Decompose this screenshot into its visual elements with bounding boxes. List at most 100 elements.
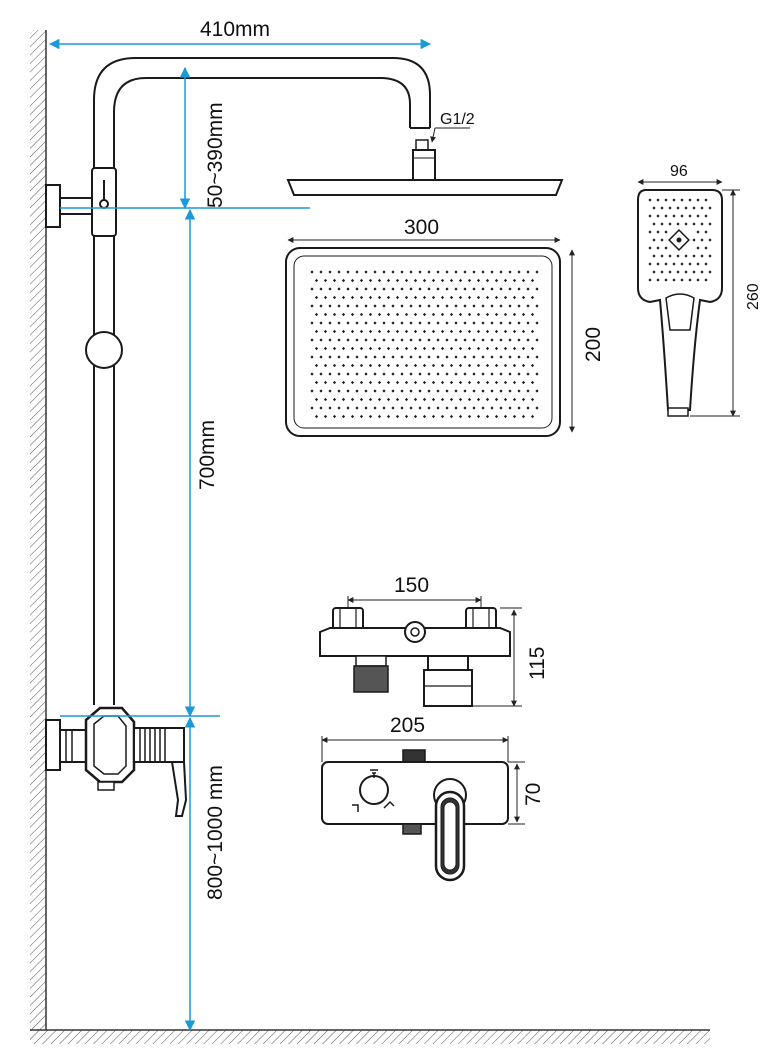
nozzle (454, 270, 458, 274)
nozzle (427, 406, 431, 410)
nozzle (427, 321, 431, 325)
nozzle (364, 287, 368, 291)
nozzle (341, 312, 346, 317)
nozzle (382, 338, 386, 342)
nozzle (454, 338, 458, 342)
nozzle (668, 270, 672, 274)
nozzle (422, 295, 427, 300)
nozzle (512, 329, 517, 334)
nozzle (530, 380, 535, 385)
nozzle (431, 295, 436, 300)
nozzle (485, 329, 490, 334)
slider-knob (85, 331, 123, 369)
nozzle (512, 295, 517, 300)
nozzle (368, 295, 373, 300)
nozzle (517, 304, 521, 308)
nozzle (323, 278, 328, 283)
nozzle (463, 304, 467, 308)
nozzle (422, 346, 427, 351)
nozzle (467, 278, 472, 283)
nozzle (436, 270, 440, 274)
nozzle (512, 414, 517, 419)
nozzle (323, 414, 328, 419)
nozzle (346, 389, 350, 393)
nozzle (337, 406, 341, 410)
nozzle (422, 414, 427, 419)
nozzle (382, 321, 386, 325)
nozzle (310, 287, 314, 291)
nozzle (664, 198, 668, 202)
nozzle (454, 406, 458, 410)
nozzle (341, 329, 346, 334)
nozzle (454, 321, 458, 325)
nozzle (692, 238, 696, 242)
nozzle (395, 278, 400, 283)
nozzle (521, 414, 526, 419)
nozzle (427, 287, 431, 291)
nozzle (391, 321, 395, 325)
nozzle (449, 278, 454, 283)
nozzle (409, 355, 413, 359)
nozzle (328, 321, 332, 325)
nozzle (368, 380, 373, 385)
nozzle (391, 406, 395, 410)
nozzle (656, 198, 660, 202)
nozzle (656, 230, 660, 234)
nozzle (704, 278, 708, 282)
nozzle (512, 346, 517, 351)
nozzle (454, 372, 458, 376)
nozzle (481, 372, 485, 376)
nozzle (463, 338, 467, 342)
nozzle (391, 372, 395, 376)
nozzle (481, 270, 485, 274)
nozzle (467, 346, 472, 351)
nozzle (445, 304, 449, 308)
nozzle (364, 338, 368, 342)
nozzle (350, 346, 355, 351)
nozzle (377, 295, 382, 300)
nozzle (436, 406, 440, 410)
nozzle (680, 214, 684, 218)
nozzle (373, 287, 377, 291)
nozzle (377, 380, 382, 385)
nozzle (449, 397, 454, 402)
nozzle (535, 321, 539, 325)
nozzle (328, 389, 332, 393)
nozzle (696, 198, 700, 202)
nozzle (391, 355, 395, 359)
nozzle (503, 380, 508, 385)
nozzle (481, 321, 485, 325)
nozzle (373, 406, 377, 410)
nozzle (310, 338, 314, 342)
nozzle (355, 270, 359, 274)
nozzle (449, 346, 454, 351)
nozzle (521, 295, 526, 300)
nozzle (472, 355, 476, 359)
nozzle (445, 406, 449, 410)
nozzle (319, 338, 323, 342)
nozzle (409, 338, 413, 342)
nozzle (503, 329, 508, 334)
nozzle (422, 363, 427, 368)
nozzle (463, 372, 467, 376)
nozzle (490, 304, 494, 308)
nozzle (359, 295, 364, 300)
nozzle (668, 254, 672, 258)
nozzle (700, 270, 704, 274)
nozzle (476, 397, 481, 402)
nozzle (485, 380, 490, 385)
nozzle (445, 338, 449, 342)
nozzle (310, 355, 314, 359)
nozzle (648, 262, 652, 266)
nozzle (350, 295, 355, 300)
nozzle (413, 363, 418, 368)
nozzle (494, 380, 499, 385)
nozzle (668, 206, 672, 210)
nozzle (323, 380, 328, 385)
nozzle (310, 406, 314, 410)
nozzle (472, 270, 476, 274)
nozzle (337, 287, 341, 291)
nozzle (696, 262, 700, 266)
floor (30, 1029, 710, 1044)
